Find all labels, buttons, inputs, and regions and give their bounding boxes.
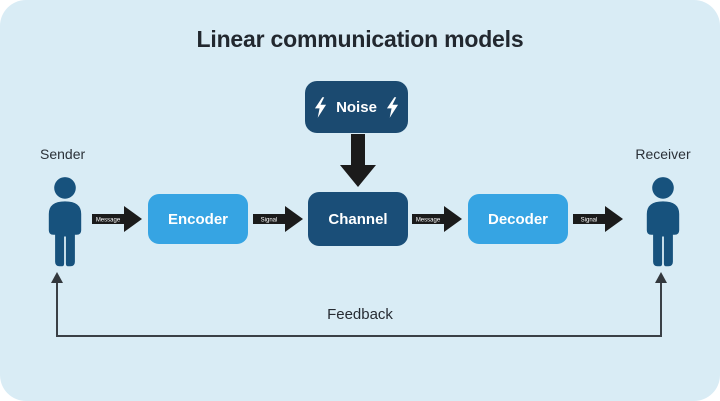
channel-label: Channel bbox=[328, 210, 388, 228]
receiver-label: Receiver bbox=[635, 146, 691, 162]
feedback-arrowhead-right-icon bbox=[655, 272, 667, 283]
noise-down-arrow-icon bbox=[340, 134, 376, 187]
signal-arrow-1-icon: Signal bbox=[253, 206, 303, 232]
message-arrow-1-label: Message bbox=[96, 217, 121, 223]
encoder-label: Encoder bbox=[167, 210, 228, 228]
channel-node: Channel bbox=[308, 192, 408, 246]
feedback-loop-line bbox=[51, 272, 667, 337]
feedback-label: Feedback bbox=[327, 306, 393, 323]
decoder-label: Decoder bbox=[487, 210, 549, 228]
message-arrow-2-icon: Message bbox=[412, 206, 462, 232]
sender-person-icon bbox=[38, 176, 92, 270]
lightning-icon bbox=[314, 96, 327, 118]
receiver-person-icon bbox=[636, 176, 690, 270]
message-arrow-1-icon: Message bbox=[92, 206, 142, 232]
sender-label: Sender bbox=[40, 146, 86, 162]
lightning-icon bbox=[386, 96, 398, 118]
message-arrow-2-label: Message bbox=[416, 217, 441, 223]
decoder-node: Decoder bbox=[468, 194, 568, 244]
signal-arrow-2-icon: Signal bbox=[573, 206, 623, 232]
noise-node: Noise bbox=[305, 81, 408, 133]
feedback-arrowhead-left-icon bbox=[51, 272, 63, 283]
noise-label: Noise bbox=[336, 98, 377, 116]
signal-arrow-1-label: Signal bbox=[261, 217, 278, 223]
signal-arrow-2-label: Signal bbox=[581, 217, 598, 223]
encoder-node: Encoder bbox=[148, 194, 248, 244]
diagram-title: Linear communication models bbox=[196, 26, 524, 52]
